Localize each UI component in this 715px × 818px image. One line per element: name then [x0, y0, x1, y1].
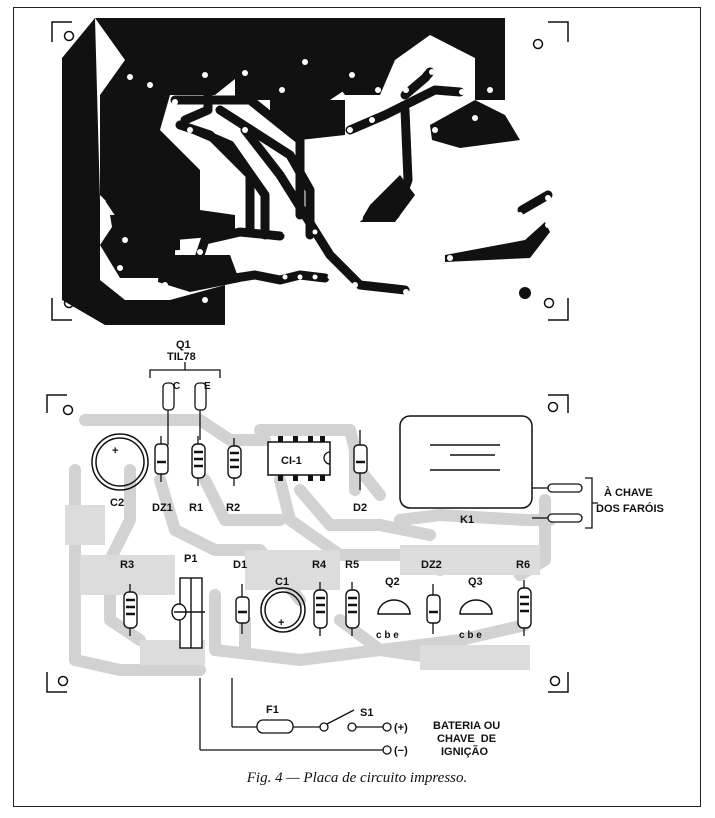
- label-r2: R2: [226, 502, 240, 514]
- label-d1: D1: [233, 559, 247, 571]
- label-r4: R4: [312, 559, 327, 571]
- label-f1: F1: [266, 704, 279, 716]
- label-dz2: DZ2: [421, 559, 442, 571]
- label-c2: C2: [110, 497, 124, 509]
- k1-relay: [399, 415, 533, 509]
- label-q2-pins: c b e: [376, 630, 399, 641]
- copper-traces: [105, 30, 553, 295]
- label-q1-pin-e: E: [204, 381, 211, 392]
- ground-plane: [95, 18, 505, 278]
- c2-capacitor: +: [91, 433, 149, 491]
- label-q3-pins: c b e: [459, 630, 482, 641]
- label-ci1: CI-1: [281, 455, 302, 467]
- label-q1: Q1: [176, 339, 191, 351]
- label-battery-2: CHAVE DE: [437, 733, 496, 745]
- pads-top: [117, 59, 551, 303]
- resistor-bands: [126, 450, 529, 616]
- svg-text:+: +: [278, 617, 284, 629]
- component-layout: +: [46, 339, 664, 758]
- label-c1: C1: [275, 576, 289, 588]
- q1-phototransistor: [149, 362, 221, 445]
- label-headlight-2: DOS FARÓIS: [596, 502, 664, 515]
- figure-border: [13, 7, 701, 807]
- mount-holes-bottom: [57, 401, 561, 687]
- transistors: [377, 599, 493, 615]
- label-r5: R5: [345, 559, 359, 571]
- label-k1: K1: [460, 514, 474, 526]
- label-q1-pin-c: C: [173, 381, 180, 392]
- power-wiring: [199, 678, 392, 755]
- mount-pad: [519, 287, 531, 299]
- label-q1-part: TIL78: [167, 351, 196, 363]
- label-r6: R6: [516, 559, 530, 571]
- ci1-ic: [267, 436, 331, 481]
- ghost-traces: [69, 414, 556, 676]
- terminal-labels: (+) (−) BATERIA OU CHAVE DE IGNIÇÃO À CH…: [394, 486, 664, 758]
- label-battery-3: IGNIÇÃO: [441, 745, 489, 758]
- label-dz1: DZ1: [152, 502, 173, 514]
- label-headlight-1: À CHAVE: [604, 486, 653, 499]
- component-labels: Q1 TIL78 C E C2 DZ1 R1 R2 CI-1 D2 K1 R3 …: [110, 339, 530, 719]
- label-p1: P1: [184, 553, 197, 565]
- p1-trimmer: [171, 577, 205, 649]
- label-q2: Q2: [385, 576, 400, 588]
- figure-caption: Fig. 4 — Placa de circuito impresso.: [246, 770, 468, 786]
- label-plus: (+): [394, 722, 408, 734]
- copper-layout: [51, 18, 569, 325]
- label-r1: R1: [189, 502, 203, 514]
- label-r3: R3: [120, 559, 134, 571]
- label-battery-1: BATERIA OU: [433, 720, 500, 732]
- corner-marks-top: [51, 21, 569, 321]
- headlight-terminals: [532, 477, 598, 529]
- component-leads: [129, 430, 525, 636]
- corner-marks-bottom: [46, 394, 569, 693]
- label-d2: D2: [353, 502, 367, 514]
- label-minus: (−): [394, 745, 408, 757]
- svg-text:+: +: [112, 445, 118, 457]
- ghost-fills: [65, 505, 540, 670]
- c1-capacitor: +: [260, 587, 306, 633]
- label-q3: Q3: [468, 576, 483, 588]
- label-s1: S1: [360, 707, 373, 719]
